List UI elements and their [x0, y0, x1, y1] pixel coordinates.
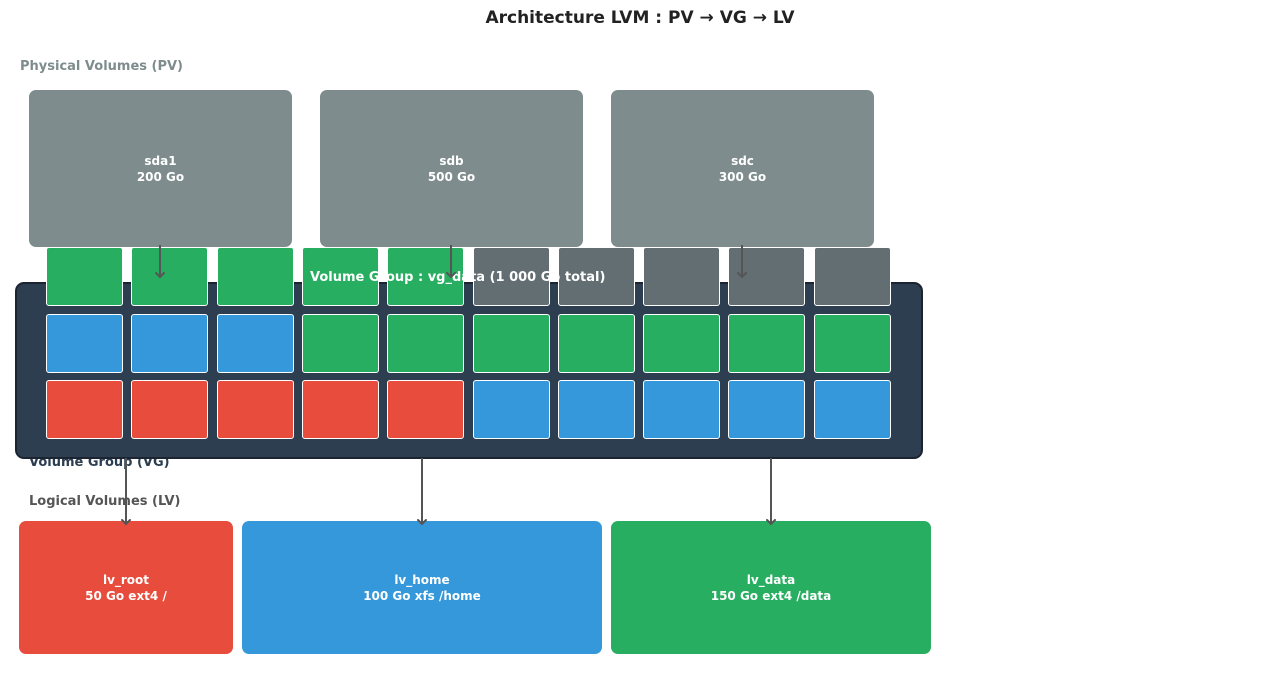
- pe-block-lv-data: [728, 313, 806, 373]
- diagram-title: Architecture LVM : PV → VG → LV: [485, 8, 795, 28]
- lv-details: 100 Go xfs /home: [363, 588, 481, 603]
- pv-name: sdc: [731, 153, 754, 168]
- pe-block-lv-home: [813, 380, 891, 439]
- pe-block-lv-home: [643, 380, 721, 439]
- pe-block-free: [643, 247, 721, 306]
- pe-block-free: [813, 247, 891, 306]
- pe-block-free: [472, 247, 550, 306]
- pe-block-lv-data: [301, 313, 379, 373]
- pe-block-lv-data: [643, 313, 721, 373]
- pe-block-lv-root: [216, 380, 294, 439]
- pv-size: 500 Go: [427, 169, 476, 184]
- pe-block-free: [728, 247, 806, 306]
- lv-name: lv_data: [746, 572, 796, 587]
- pe-block-lv-data: [387, 313, 465, 373]
- lv-details: 50 Go ext4 /: [85, 588, 167, 603]
- pe-block-lv-home: [216, 313, 294, 373]
- pe-block-lv-data: [557, 313, 635, 373]
- pe-block-lv-data: [131, 247, 209, 306]
- pe-block-lv-home: [131, 313, 209, 373]
- pe-block-lv-data: [813, 313, 891, 373]
- lv-box-data: lv_data 150 Go ext4 /data: [611, 521, 931, 654]
- pe-block-lv-root: [131, 380, 209, 439]
- pv-name: sdb: [439, 153, 464, 168]
- pv-name: sda1: [144, 153, 177, 168]
- pe-block-lv-data: [472, 313, 550, 373]
- pe-block-lv-data: [301, 247, 379, 306]
- pe-block-lv-root: [301, 380, 379, 439]
- lv-name: lv_root: [102, 572, 150, 587]
- pe-block-lv-home: [472, 380, 550, 439]
- lv-details: 150 Go ext4 /data: [710, 588, 832, 603]
- pe-block-lv-home: [728, 380, 806, 439]
- pe-block-lv-home: [557, 380, 635, 439]
- lv-box-home: lv_home 100 Go xfs /home: [242, 521, 602, 654]
- pv-section-label: Physical Volumes (PV): [20, 59, 184, 74]
- lv-section-label: Logical Volumes (LV): [29, 494, 181, 509]
- lv-box-root: lv_root 50 Go ext4 /: [19, 521, 233, 654]
- vg-title: Volume Group : vg_data (1 000 Go total): [310, 270, 606, 285]
- pe-block-lv-data: [216, 247, 294, 306]
- pe-block-lv-home: [46, 313, 123, 373]
- pe-block-lv-root: [46, 380, 123, 439]
- pv-box-sdb: sdb 500 Go: [320, 90, 583, 247]
- lv-name: lv_home: [394, 572, 450, 587]
- pv-size: 300 Go: [718, 169, 767, 184]
- pe-block-lv-root: [387, 380, 465, 439]
- pv-box-sda1: sda1 200 Go: [29, 90, 292, 247]
- pv-size: 200 Go: [136, 169, 185, 184]
- pe-block-free: [557, 247, 635, 306]
- pe-block-lv-data: [46, 247, 123, 306]
- pv-box-sdc: sdc 300 Go: [611, 90, 874, 247]
